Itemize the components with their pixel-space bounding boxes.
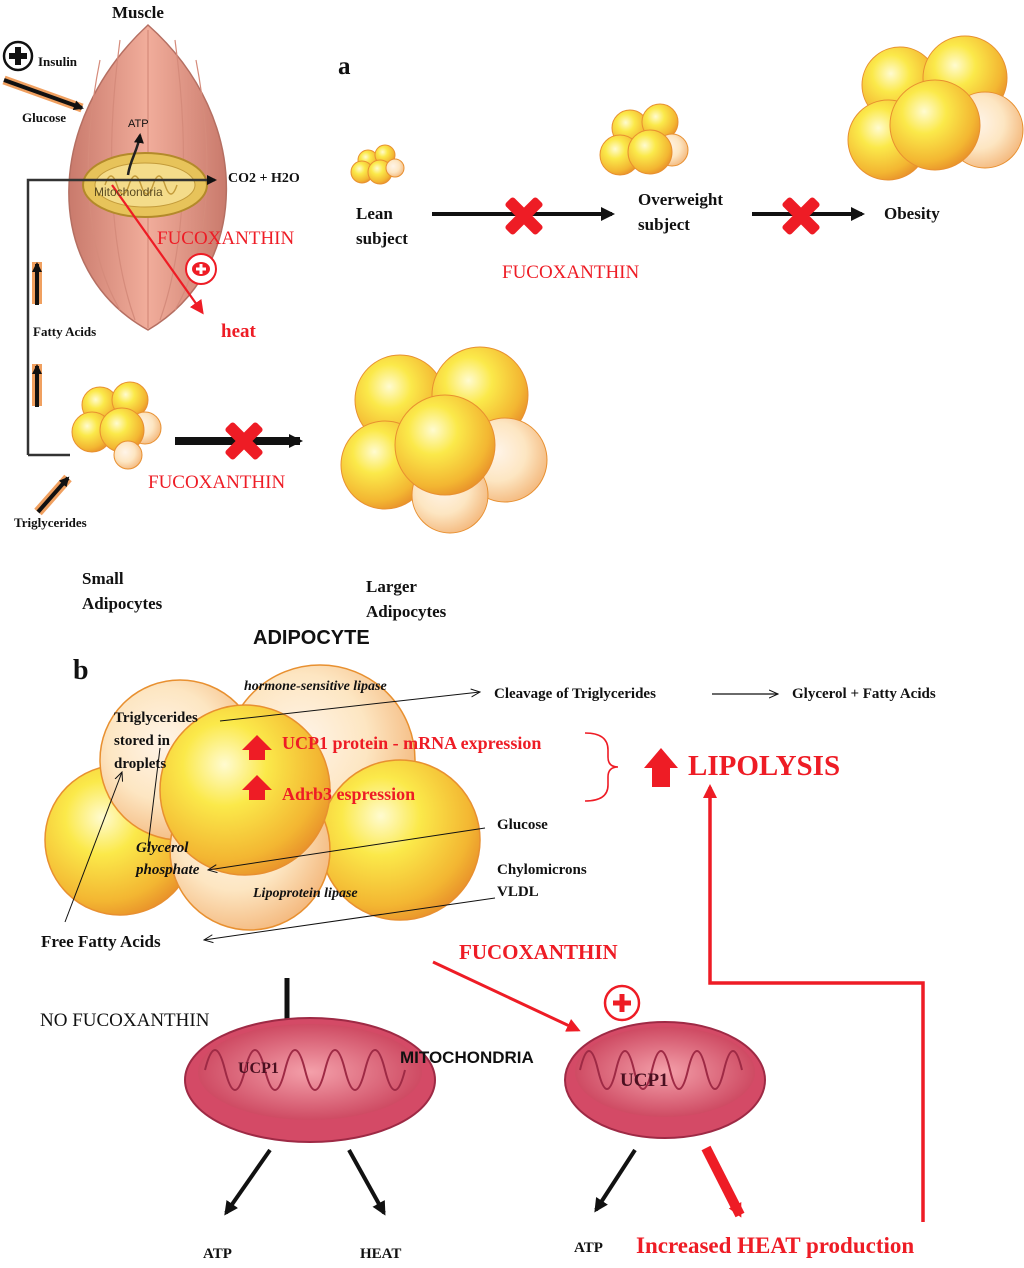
glycerol-phosphate-label-2: phosphate bbox=[136, 862, 200, 878]
free-fatty-acids-label: Free Fatty Acids bbox=[41, 932, 161, 951]
ucp1-expression-label: UCP1 protein - mRNA expression bbox=[282, 733, 542, 753]
increase-arrow-icon bbox=[644, 748, 678, 787]
triglycerides-arrow bbox=[34, 474, 72, 516]
atp-left-label: ATP bbox=[203, 1246, 232, 1262]
atp-arrow bbox=[126, 133, 144, 176]
mitochondria-muscle-label: Mitochondria bbox=[94, 185, 163, 199]
increased-heat-label: Increased HEAT production bbox=[636, 1233, 915, 1258]
ucp1-left-label: UCP1 bbox=[238, 1060, 279, 1077]
panel-a-label: a bbox=[338, 53, 351, 80]
glycerol-to-tg-line bbox=[147, 747, 161, 847]
ffa-arrow bbox=[64, 772, 122, 923]
larger-adipocytes-label-2: Adipocytes bbox=[366, 602, 447, 621]
no-fucoxanthin-label: NO FUCOXANTHIN bbox=[40, 1010, 210, 1031]
tg-stored-label-3: droplets bbox=[114, 756, 167, 772]
tg-stored-label-1: Triglycerides bbox=[114, 710, 198, 726]
fatty-acid-up-arrow bbox=[32, 262, 42, 305]
panel-b-label: b bbox=[73, 655, 89, 686]
overweight-label-1: Overweight bbox=[638, 190, 723, 209]
ucp1-right-label: UCP1 bbox=[620, 1070, 669, 1091]
fucoxanthin-muscle-label: FUCOXANTHIN bbox=[157, 228, 295, 249]
mitochondrion-left bbox=[184, 1017, 436, 1143]
glycerol-fatty-acids-label: Glycerol + Fatty Acids bbox=[792, 686, 936, 702]
heat-arrow-right bbox=[701, 1145, 745, 1218]
block-cross-icon bbox=[225, 422, 263, 460]
co2-h2o-label: CO2 + H2O bbox=[228, 171, 300, 186]
fucoxanthin-arrow bbox=[432, 960, 581, 1032]
fatty-acid-pathway bbox=[26, 175, 217, 455]
brace bbox=[584, 732, 619, 802]
small-adipocytes-label-2: Adipocytes bbox=[82, 594, 163, 613]
fatty-acid-up-arrow bbox=[32, 364, 42, 407]
hsl-arrow bbox=[219, 692, 480, 722]
heat-label: heat bbox=[221, 321, 256, 342]
heat-to-lipolysis-arrow bbox=[703, 784, 925, 1222]
lean-label-2: subject bbox=[356, 229, 408, 248]
obesity-adipocytes-image bbox=[847, 35, 1024, 181]
fucoxanthin-b-label: FUCOXANTHIN bbox=[459, 940, 618, 964]
larger-adipocytes-image bbox=[340, 346, 548, 534]
cleavage-label: Cleavage of Triglycerides bbox=[494, 686, 656, 702]
atp-muscle-label: ATP bbox=[128, 118, 149, 130]
adipocyte-cluster-image bbox=[44, 664, 481, 931]
adipocyte-title: ADIPOCYTE bbox=[253, 627, 370, 649]
mitochondria-b-label: MITOCHONDRIA bbox=[400, 1048, 534, 1067]
block-cross-icon bbox=[782, 197, 820, 235]
tg-stored-label-2: stored in bbox=[114, 733, 170, 749]
overweight-label-2: subject bbox=[638, 215, 690, 234]
fucoxanthin-weight-label: FUCOXANTHIN bbox=[502, 262, 640, 283]
glucose-b-label: Glucose bbox=[497, 817, 548, 833]
lean-label-1: Lean bbox=[356, 204, 393, 223]
lean-adipocytes-image bbox=[350, 144, 405, 185]
glucose-label: Glucose bbox=[22, 110, 67, 125]
vldl-label: VLDL bbox=[497, 884, 539, 900]
overweight-adipocytes-image bbox=[599, 103, 689, 176]
triglycerides-label: Triglycerides bbox=[14, 515, 87, 530]
mitochondrion-right bbox=[564, 1021, 766, 1139]
fatty-acids-label: Fatty Acids bbox=[33, 324, 97, 339]
hsl-label: hormone-sensitive lipase bbox=[244, 679, 387, 694]
atp-right-label: ATP bbox=[574, 1240, 603, 1256]
glycerol-phosphate-label-1: Glycerol bbox=[136, 840, 189, 856]
adrb3-label: Adrb3 espression bbox=[282, 784, 416, 804]
fucoxanthin-plus-icon bbox=[185, 253, 217, 285]
heat-arrow bbox=[111, 184, 204, 315]
insulin-label: Insulin bbox=[38, 54, 78, 69]
lipoprotein-lipase-label: Lipoprotein lipase bbox=[253, 886, 358, 901]
muscle-label: Muscle bbox=[112, 3, 164, 22]
lipolysis-label: LIPOLYSIS bbox=[688, 750, 841, 782]
insulin-plus-icon bbox=[2, 40, 34, 72]
glucose-arrow bbox=[208, 827, 486, 870]
larger-adipocytes-label-1: Larger bbox=[366, 577, 417, 596]
fucoxanthin-plus-icon bbox=[603, 984, 641, 1022]
block-cross-icon bbox=[505, 197, 543, 235]
lpl-arrow bbox=[204, 897, 496, 940]
glucose-arrow bbox=[2, 75, 84, 113]
heat-left-label: HEAT bbox=[360, 1246, 402, 1262]
small-adipocytes-image bbox=[71, 381, 162, 470]
chylomicrons-label: Chylomicrons bbox=[497, 862, 587, 878]
increase-arrow-icon bbox=[242, 735, 272, 760]
increase-arrow-icon bbox=[242, 775, 272, 800]
obesity-label: Obesity bbox=[884, 204, 940, 223]
fucoxanthin-adipocytes-label: FUCOXANTHIN bbox=[148, 472, 286, 493]
atp-arrow-left bbox=[224, 1148, 272, 1216]
heat-arrow-left bbox=[347, 1149, 386, 1216]
small-adipocytes-label-1: Small bbox=[82, 569, 124, 588]
atp-arrow-right bbox=[594, 1148, 637, 1213]
